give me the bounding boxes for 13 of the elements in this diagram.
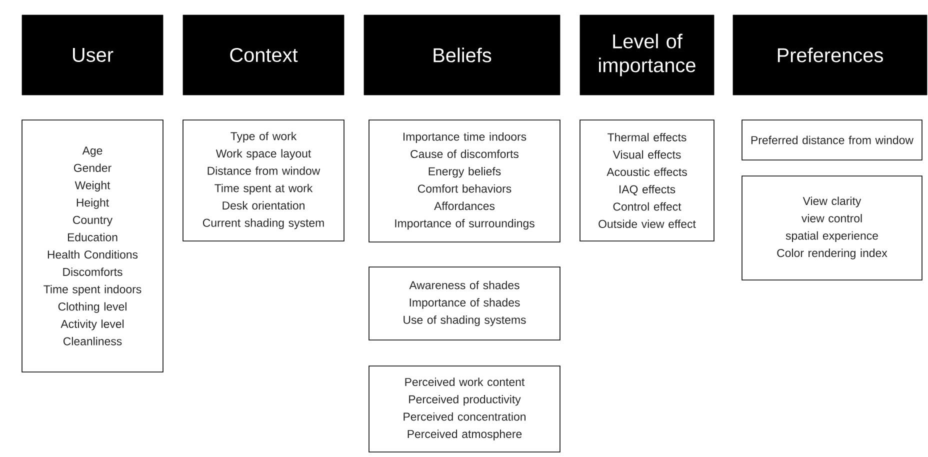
list-box: View clarity view control spatial experience Color rendering index [742, 176, 922, 280]
header-box: Level of importance [580, 14, 714, 96]
header-box: Context [182, 14, 344, 96]
header-box: User [22, 14, 164, 96]
list-box: Thermal effects Visual effects Acoustic effects IAQ effects Control effect Outside view effect [580, 120, 714, 242]
list-box: Perceived work content Perceived productivity Perceived concentration Perceived atmosphere [368, 366, 560, 452]
header-box: Beliefs [364, 14, 560, 96]
list-box: Importance time indoors Cause of discomforts Energy beliefs Comfort behaviors Affordances Importance of surroundings [368, 120, 560, 242]
header-box: Preferences [732, 14, 928, 96]
list-box: Awareness of shades Importance of shades Use of shading systems [368, 266, 560, 340]
list-box: Preferred distance from window [742, 120, 922, 160]
list-box: Age Gender Weight Height Country Education Health Conditions Discomforts Time spent indoors Clothing level Activity level Cleanliness [22, 120, 164, 372]
list-box: Type of work Work space layout Distance from window Time spent at work Desk orientation Current shading system [182, 120, 344, 242]
